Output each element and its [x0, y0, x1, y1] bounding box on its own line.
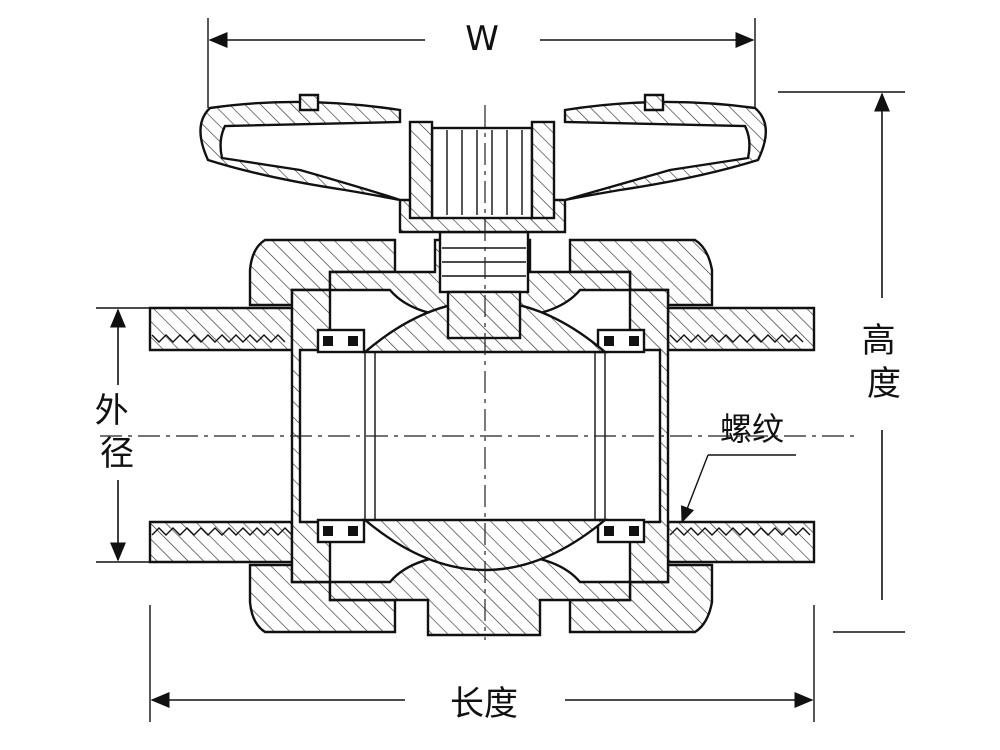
height-label-char-2: 度: [867, 364, 901, 404]
valve-cross-section: [100, 93, 860, 640]
thread-callout: 螺纹: [681, 410, 796, 524]
thread-label: 螺纹: [720, 410, 784, 448]
outer-diameter-char-1: 外: [95, 391, 129, 431]
right-union-nut: [568, 238, 714, 634]
outer-diameter-char-2: 径: [100, 434, 134, 474]
length-label: 长度: [450, 684, 518, 724]
height-label: 高 度: [862, 321, 907, 404]
right-end-connector: [666, 306, 816, 564]
height-label-char-1: 高: [862, 321, 896, 361]
height-dimension: 高 度: [778, 91, 907, 633]
handle: [199, 93, 767, 234]
outer-diameter-label: 外 径: [95, 391, 140, 474]
outer-diameter-dimension: 外 径: [95, 307, 150, 563]
width-label: W: [465, 19, 499, 59]
center-lines: [100, 105, 860, 640]
stem: [438, 230, 530, 340]
width-dimension: W: [207, 18, 756, 108]
left-end-connector: [148, 306, 294, 564]
length-dimension: 长度: [149, 605, 815, 724]
